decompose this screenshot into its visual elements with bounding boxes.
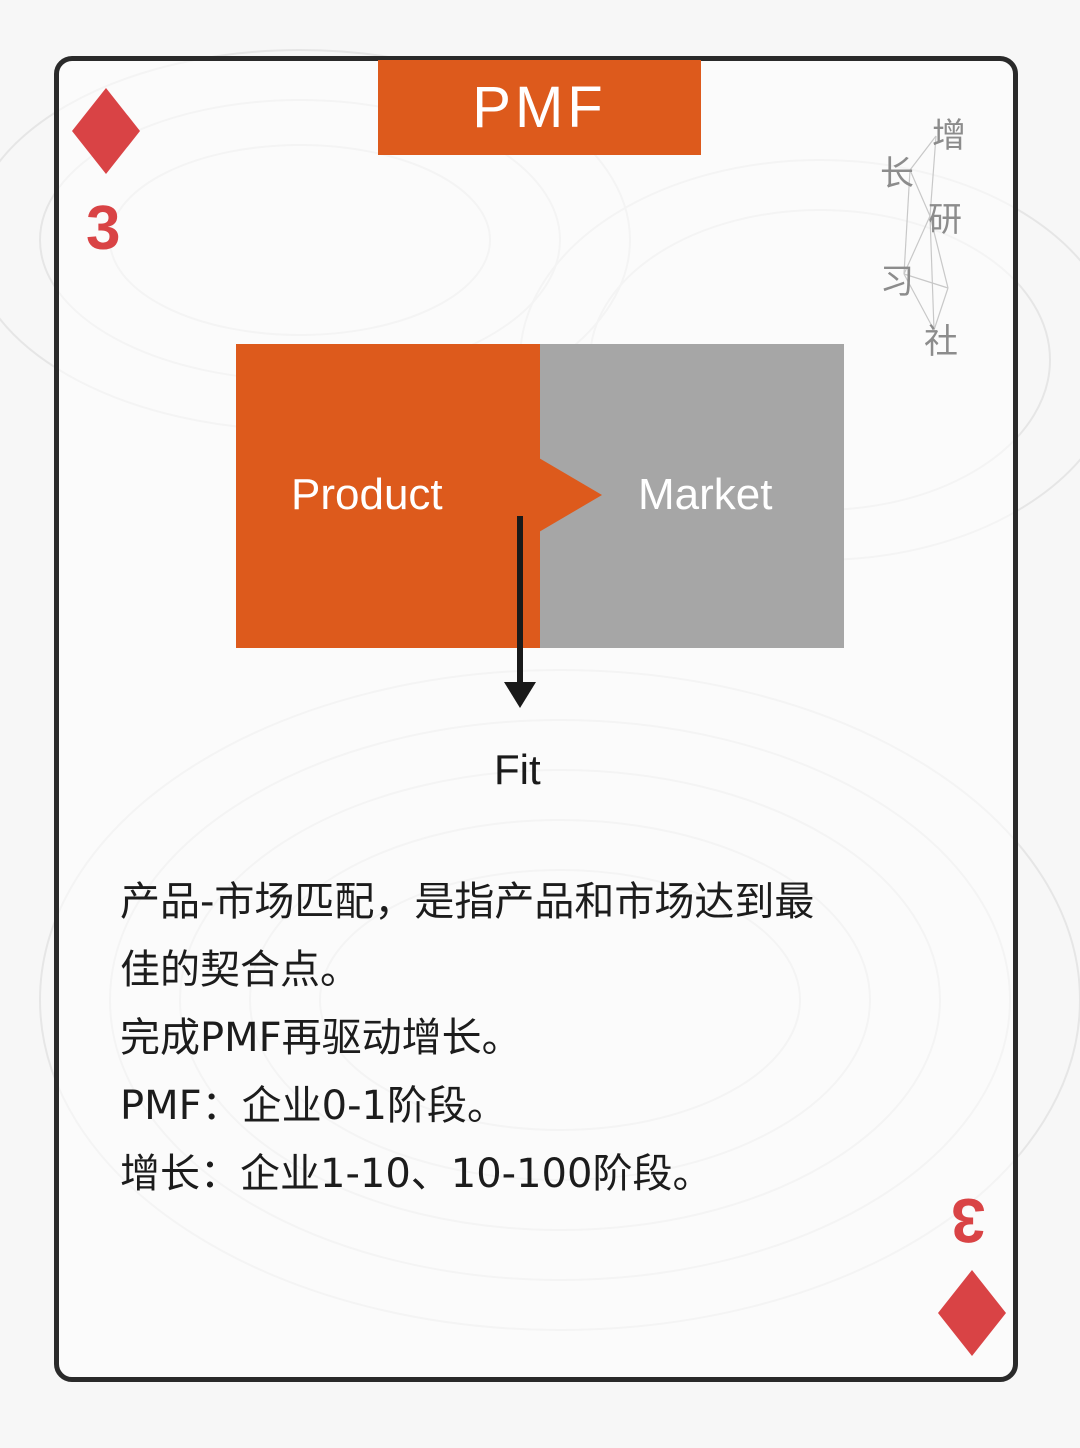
product-label: Product [291, 470, 443, 519]
playing-card [54, 56, 1018, 1382]
logo-char: 研 [928, 200, 962, 240]
pmf-diagram [236, 344, 844, 648]
product-arrow-point [539, 458, 602, 532]
market-label: Market [638, 470, 773, 519]
description-line: 佳的契合点。 [120, 947, 360, 993]
logo-watermark: 增 长 研 习 社 [872, 108, 982, 362]
logo-char: 社 [924, 322, 958, 362]
logo-char: 长 [880, 154, 914, 194]
description-line: 产品-市场匹配，是指产品和市场达到最 [120, 879, 815, 925]
description-line: 完成PMF再驱动增长。 [120, 1015, 522, 1061]
logo-char: 增 [932, 116, 966, 156]
description-line: PMF：企业0-1阶段。 [120, 1083, 507, 1129]
diamond-icon [72, 88, 140, 174]
product-block [236, 344, 540, 648]
card-title: PMF [378, 60, 701, 155]
diamond-icon [938, 1270, 1006, 1356]
fit-label: Fit [494, 746, 541, 793]
logo-char: 习 [880, 262, 914, 302]
down-arrow-icon [504, 516, 536, 708]
card-rank: 3 [86, 194, 121, 263]
description-line: 增长：企业1-10、10-100阶段。 [120, 1151, 713, 1197]
description: 产品-市场匹配，是指产品和市场达到最 佳的契合点。 完成PMF再驱动增长。 PM… [120, 868, 970, 1208]
